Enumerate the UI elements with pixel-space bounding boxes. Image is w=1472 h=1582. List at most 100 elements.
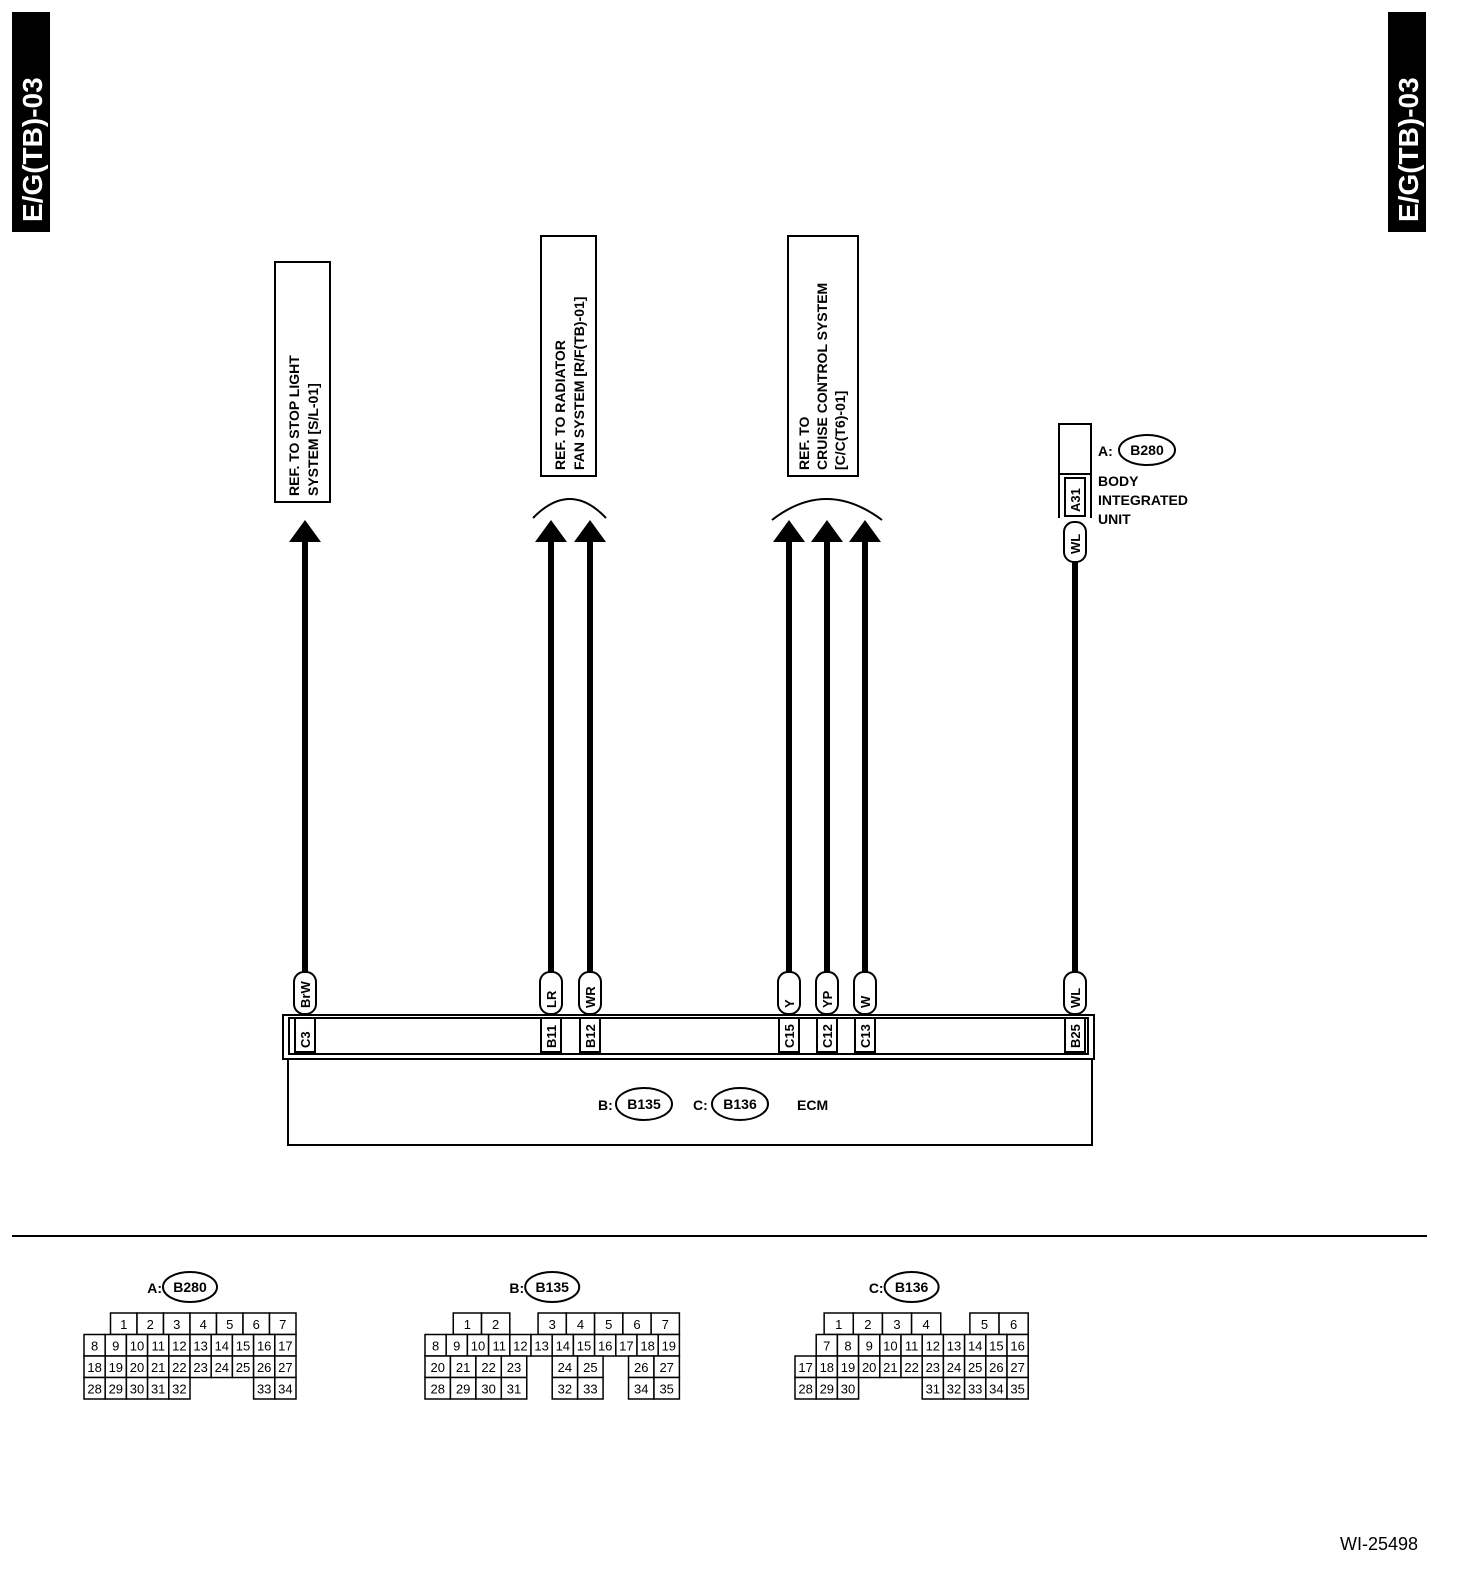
terminal-label: C3 xyxy=(298,1031,313,1048)
arrow-brw xyxy=(289,520,321,542)
pin-number: 9 xyxy=(112,1339,119,1354)
terminal-label: B12 xyxy=(583,1024,598,1048)
pin-number: 5 xyxy=(981,1317,988,1332)
pin-number: 25 xyxy=(236,1360,250,1375)
pin-number: 8 xyxy=(844,1339,851,1354)
pin-number: 11 xyxy=(151,1339,165,1354)
wire-color-tag xyxy=(777,971,801,1015)
pin-number: 29 xyxy=(820,1382,834,1397)
pin-number: 34 xyxy=(634,1382,648,1397)
ecm-c-prefix: C: xyxy=(693,1097,708,1113)
pin-number: 28 xyxy=(430,1382,444,1397)
pin-number: 35 xyxy=(1010,1382,1024,1397)
terminal-tag xyxy=(778,1017,800,1053)
pin-number: 1 xyxy=(464,1317,471,1332)
wire-yp xyxy=(811,520,843,972)
pin-number: 18 xyxy=(87,1360,101,1375)
pin-number: 22 xyxy=(172,1360,186,1375)
pin-cell xyxy=(1006,1376,1029,1400)
pin-number: 7 xyxy=(662,1317,669,1332)
pin-number: 20 xyxy=(862,1360,876,1375)
connector-id-oval xyxy=(883,1271,940,1303)
pin-number: 34 xyxy=(278,1382,292,1397)
connector-prefix: A: xyxy=(147,1280,162,1296)
pin-number: 13 xyxy=(947,1339,961,1354)
connector-id: B280 xyxy=(173,1279,207,1295)
connector-id: B135 xyxy=(535,1279,569,1295)
pin-number: 24 xyxy=(947,1360,961,1375)
pin-number: 25 xyxy=(583,1360,597,1375)
pin-number: 14 xyxy=(215,1339,229,1354)
wire-y xyxy=(773,520,805,972)
wire-color-tag xyxy=(853,971,877,1015)
pin-number: 27 xyxy=(278,1360,292,1375)
pin-number: 3 xyxy=(173,1317,180,1332)
terminal-tag xyxy=(816,1017,838,1053)
pin-number: 12 xyxy=(513,1339,527,1354)
pin-number: 34 xyxy=(989,1382,1003,1397)
wire-lr xyxy=(535,520,567,972)
body-unit-prefix: A: xyxy=(1098,443,1113,459)
pin-number: 32 xyxy=(172,1382,186,1397)
wire-color-tag xyxy=(578,971,602,1015)
pin-number: 21 xyxy=(883,1360,897,1375)
pin-number: 31 xyxy=(507,1382,521,1397)
terminal-label: B25 xyxy=(1068,1024,1083,1048)
pin-number: 5 xyxy=(605,1317,612,1332)
side-tag-left-text: E/G(TB)-03 xyxy=(17,77,48,222)
pin-number: 18 xyxy=(820,1360,834,1375)
pin-number: 29 xyxy=(109,1382,123,1397)
pin-number: 16 xyxy=(257,1339,271,1354)
terminal-tag xyxy=(579,1017,601,1053)
wire-tag-4: YP C12 xyxy=(815,971,839,1053)
pin-number: 8 xyxy=(91,1339,98,1354)
pin-number: 26 xyxy=(989,1360,1003,1375)
body-unit-wire-code: WL xyxy=(1068,534,1083,554)
pin-number: 2 xyxy=(492,1317,499,1332)
pin-number: 17 xyxy=(619,1339,633,1354)
pin-number: 10 xyxy=(883,1339,897,1354)
ecm-b-connector-id: B135 xyxy=(627,1096,661,1112)
pin-number: 9 xyxy=(453,1339,460,1354)
connector-id: B136 xyxy=(895,1279,929,1295)
body-unit-name-1: BODY xyxy=(1098,473,1139,489)
pin-number: 30 xyxy=(841,1382,855,1397)
terminal-label: C12 xyxy=(820,1024,835,1048)
pin-number: 19 xyxy=(109,1360,123,1375)
pin-number: 1 xyxy=(835,1317,842,1332)
pin-number: 4 xyxy=(200,1317,207,1332)
pin-number: 33 xyxy=(583,1382,597,1397)
ref-stop-light-line1: REF. TO STOP LIGHT xyxy=(286,355,302,496)
wire-color-code: Y xyxy=(782,999,797,1008)
arrow-lr xyxy=(535,520,567,542)
body-integrated-unit: A31 WL A: B280 BODY INTEGRATED UNIT xyxy=(1058,423,1188,563)
pin-cell xyxy=(576,1376,604,1400)
ref-stop-light-line2: SYSTEM [S/L-01] xyxy=(305,383,321,496)
pin-number: 33 xyxy=(257,1382,271,1397)
pin-number: 23 xyxy=(926,1360,940,1375)
pin-number: 20 xyxy=(130,1360,144,1375)
pin-number: 21 xyxy=(456,1360,470,1375)
pin-number: 15 xyxy=(236,1339,250,1354)
pin-number: 6 xyxy=(253,1317,260,1332)
wire-color-code: LR xyxy=(544,990,559,1008)
pin-number: 7 xyxy=(279,1317,286,1332)
bundle-arc-radiator xyxy=(532,498,607,519)
pin-number: 30 xyxy=(130,1382,144,1397)
wire-color-code: YP xyxy=(820,990,835,1008)
pin-cell xyxy=(836,1376,860,1400)
body-unit-name-3: UNIT xyxy=(1098,511,1131,527)
pin-number: 22 xyxy=(904,1360,918,1375)
ecm-name: ECM xyxy=(797,1097,828,1113)
pin-number: 14 xyxy=(556,1339,570,1354)
pin-number: 11 xyxy=(905,1339,919,1354)
pin-number: 3 xyxy=(549,1317,556,1332)
ecm-c-connector-id: B136 xyxy=(723,1096,757,1112)
pin-number: 33 xyxy=(968,1382,982,1397)
